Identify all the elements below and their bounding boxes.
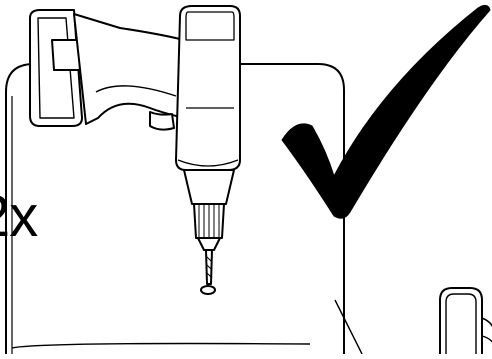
wall-hook-icon bbox=[440, 288, 492, 354]
wall-panel-corner-line bbox=[335, 300, 362, 354]
cordless-drill-icon bbox=[30, 6, 240, 294]
quantity-label: 2x bbox=[0, 188, 37, 246]
wall-panel-bottom-edge bbox=[12, 344, 310, 349]
checkmark-icon bbox=[282, 5, 490, 218]
